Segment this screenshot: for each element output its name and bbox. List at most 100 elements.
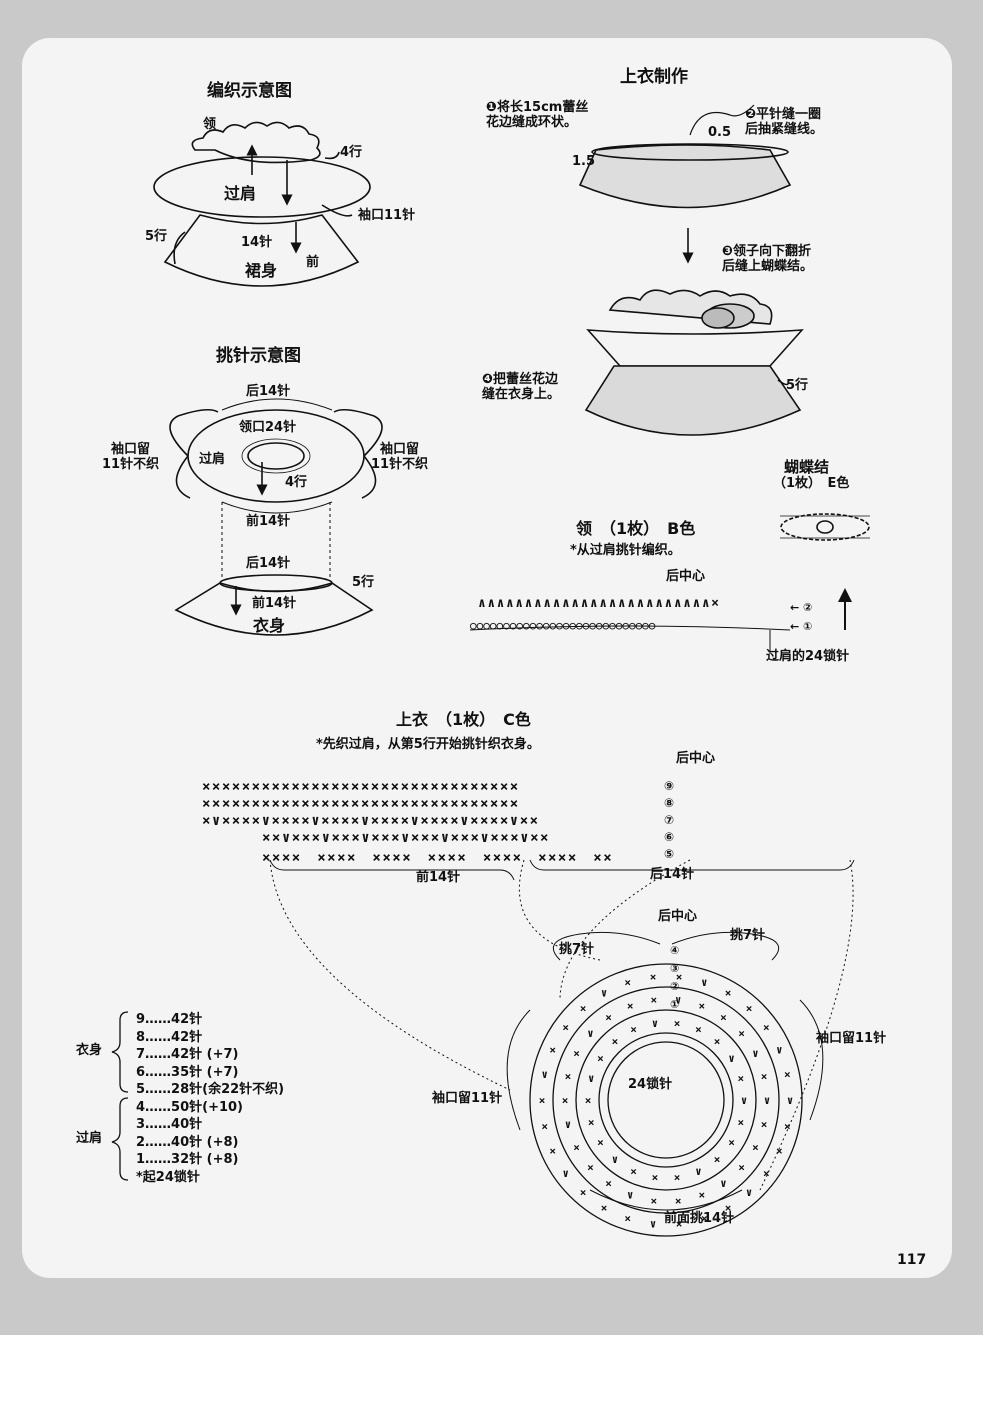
ring-stitch-mark: × (562, 1094, 569, 1107)
pickup-rows4-label: 4行 (285, 475, 308, 490)
bow-title: 蝴蝶结 (784, 458, 830, 476)
chart-front14: 前14针 (416, 870, 461, 885)
top-chart-note: *先织过肩，从第5行开始挑针织衣身。 (316, 737, 540, 752)
collar-row-1-stitches: ○○○○○○○○○○○○○○○○○○○○○○○○○○○○ (470, 619, 656, 632)
ring-stitch-mark: × (597, 1136, 604, 1149)
chart-row-6: ××∨×××∨×××∨×××∨×××∨×××∨×××∨×× (262, 830, 550, 846)
ring-stitch-mark: × (676, 1217, 683, 1230)
ring-stitch-mark: × (720, 1011, 727, 1024)
list-item: 6……35针 (+7) (136, 1064, 239, 1080)
ring-stitch-mark: ∨ (776, 1044, 783, 1057)
list-item: 7……42针 (+7) (136, 1047, 239, 1062)
ring-stitch-mark: × (627, 1000, 634, 1013)
ring-stitch-mark: × (588, 1116, 595, 1129)
ring-stitch-mark: × (695, 1023, 702, 1036)
ring-stitch-mark: × (624, 976, 631, 989)
st14-label: 14针 (241, 235, 273, 250)
row-num-5: ⑤ (664, 847, 675, 861)
ring-4 (529, 963, 803, 1237)
ring-stitch-mark: ∨ (601, 987, 608, 1000)
front14-low-label: 前14针 (252, 596, 297, 611)
ring-stitch-mark: ∨ (612, 1153, 619, 1166)
ring-stitch-mark: ∨ (675, 994, 682, 1007)
list-item: 4……50针(+10) (136, 1099, 244, 1115)
cuff-right-label: 袖口留 11针不织 (371, 442, 429, 472)
collar-chart-title: 领 （1枚） B色 (576, 519, 696, 538)
ring-stitch-mark: × (601, 1201, 608, 1214)
bow-shape (780, 513, 870, 541)
yoke-label: 过肩 (224, 184, 257, 203)
ring-1 (598, 1032, 734, 1168)
ring-stitch-mark: × (612, 1035, 619, 1048)
rows-4-label: 4行 (340, 145, 363, 160)
ring-stitch-mark: ∨ (741, 1094, 748, 1107)
finished-yoke-shape (586, 329, 804, 367)
ring-stitch-mark: × (630, 1023, 637, 1036)
ring-stitch-mark: ∨ (752, 1047, 759, 1060)
top-chart-back-center: 后中心 (676, 751, 716, 766)
ring-stitch-mark: × (701, 1212, 708, 1225)
rows-5-label: 5行 (145, 229, 168, 244)
pickup-neck-hole (247, 442, 305, 470)
ring-stitch-mark: × (784, 1120, 791, 1133)
ring-stitch-mark: × (562, 1021, 569, 1034)
ring-3 (552, 986, 780, 1214)
step4-text: ❹把蕾丝花边 缝在衣身上。 (482, 372, 561, 402)
collar-chain-base (469, 625, 791, 631)
ring-stitch-mark: × (725, 1201, 732, 1214)
ring-stitch-mark: × (652, 1171, 659, 1184)
ring-chain (607, 1041, 725, 1159)
list-item: 9……42针 (136, 1012, 203, 1027)
measure-05: 0.5 (708, 125, 732, 140)
step1-text: ❶将长15cm蕾丝 花边缝成环状。 (486, 100, 589, 130)
body-label: 衣身 (253, 616, 286, 635)
ring-stitch-mark: × (541, 1120, 548, 1133)
circle-chain24: 24锁针 (628, 1077, 673, 1092)
top-chart-title: 上衣 （1枚） C色 (396, 710, 531, 729)
yoke-shape (153, 156, 371, 218)
pickup-body-shape (174, 582, 374, 636)
ring-stitch-mark: ∨ (701, 976, 708, 989)
list-item: *起24锁针 (136, 1169, 200, 1185)
pickup-diagram-title: 挑针示意图 (216, 346, 301, 366)
skirt-label: 裙身 (245, 261, 278, 280)
row-num-9: ⑨ (664, 779, 675, 793)
making-rows5-label: 5行 (786, 378, 809, 393)
ring-stitch-mark: × (650, 994, 657, 1007)
lace-ring-shape (578, 144, 792, 209)
ring-stitch-mark: ∨ (627, 1188, 634, 1201)
ring-stitch-mark: ∨ (562, 1167, 569, 1180)
ring-stitch-mark: × (761, 1118, 768, 1131)
ring-stitch-mark: × (776, 1144, 783, 1157)
body-group-label: 衣身 (76, 1043, 103, 1058)
ring-stitch-mark: × (737, 1072, 744, 1085)
ring-stitch-mark: × (605, 1011, 612, 1024)
collar-back-center: 后中心 (666, 569, 706, 584)
ring-stitch-mark: × (746, 1002, 753, 1015)
ring-stitch-mark: × (784, 1068, 791, 1081)
ring-stitch-mark: ∨ (746, 1186, 753, 1199)
ring-stitch-mark: × (549, 1044, 556, 1057)
chart-row-9: ×××××××××××××××××××××××××××××××× (202, 779, 520, 795)
ring-stitch-mark: × (605, 1177, 612, 1190)
ring-stitch-mark: × (714, 1035, 721, 1048)
collar-row2-num: ← ② (790, 601, 813, 614)
ring-stitch-mark: × (728, 1136, 735, 1149)
ring-stitch-mark: × (738, 1027, 745, 1040)
chart-row-7: ×∨××××∨××××∨××××∨××××∨××××∨××××∨×× (202, 813, 540, 829)
ring-stitch-mark: ∨ (565, 1118, 572, 1131)
ring-stitch-mark: ∨ (695, 1165, 702, 1178)
ring-stitch-mark: × (580, 1186, 587, 1199)
circle-cuff-right: 袖口留11针 (816, 1031, 887, 1046)
ring-stitch-mark: ∨ (587, 1027, 594, 1040)
circle-back-center: 后中心 (658, 909, 698, 924)
ring-stitch-mark: ∨ (650, 1217, 657, 1230)
row-num-6: ⑥ (664, 830, 675, 844)
front14-label: 前14针 (246, 514, 291, 529)
step3-text: ❸领子向下翻折 后缝上蝴蝶结。 (722, 244, 814, 274)
chart-row-8: ×××××××××××××××××××××××××××××××× (202, 796, 520, 812)
ring-stitch-mark: × (737, 1116, 744, 1129)
ring-num-3: ③ (670, 962, 680, 975)
pickup-yoke-label: 过肩 (199, 452, 226, 467)
circle-cuff-left: 袖口留11针 (432, 1091, 503, 1106)
